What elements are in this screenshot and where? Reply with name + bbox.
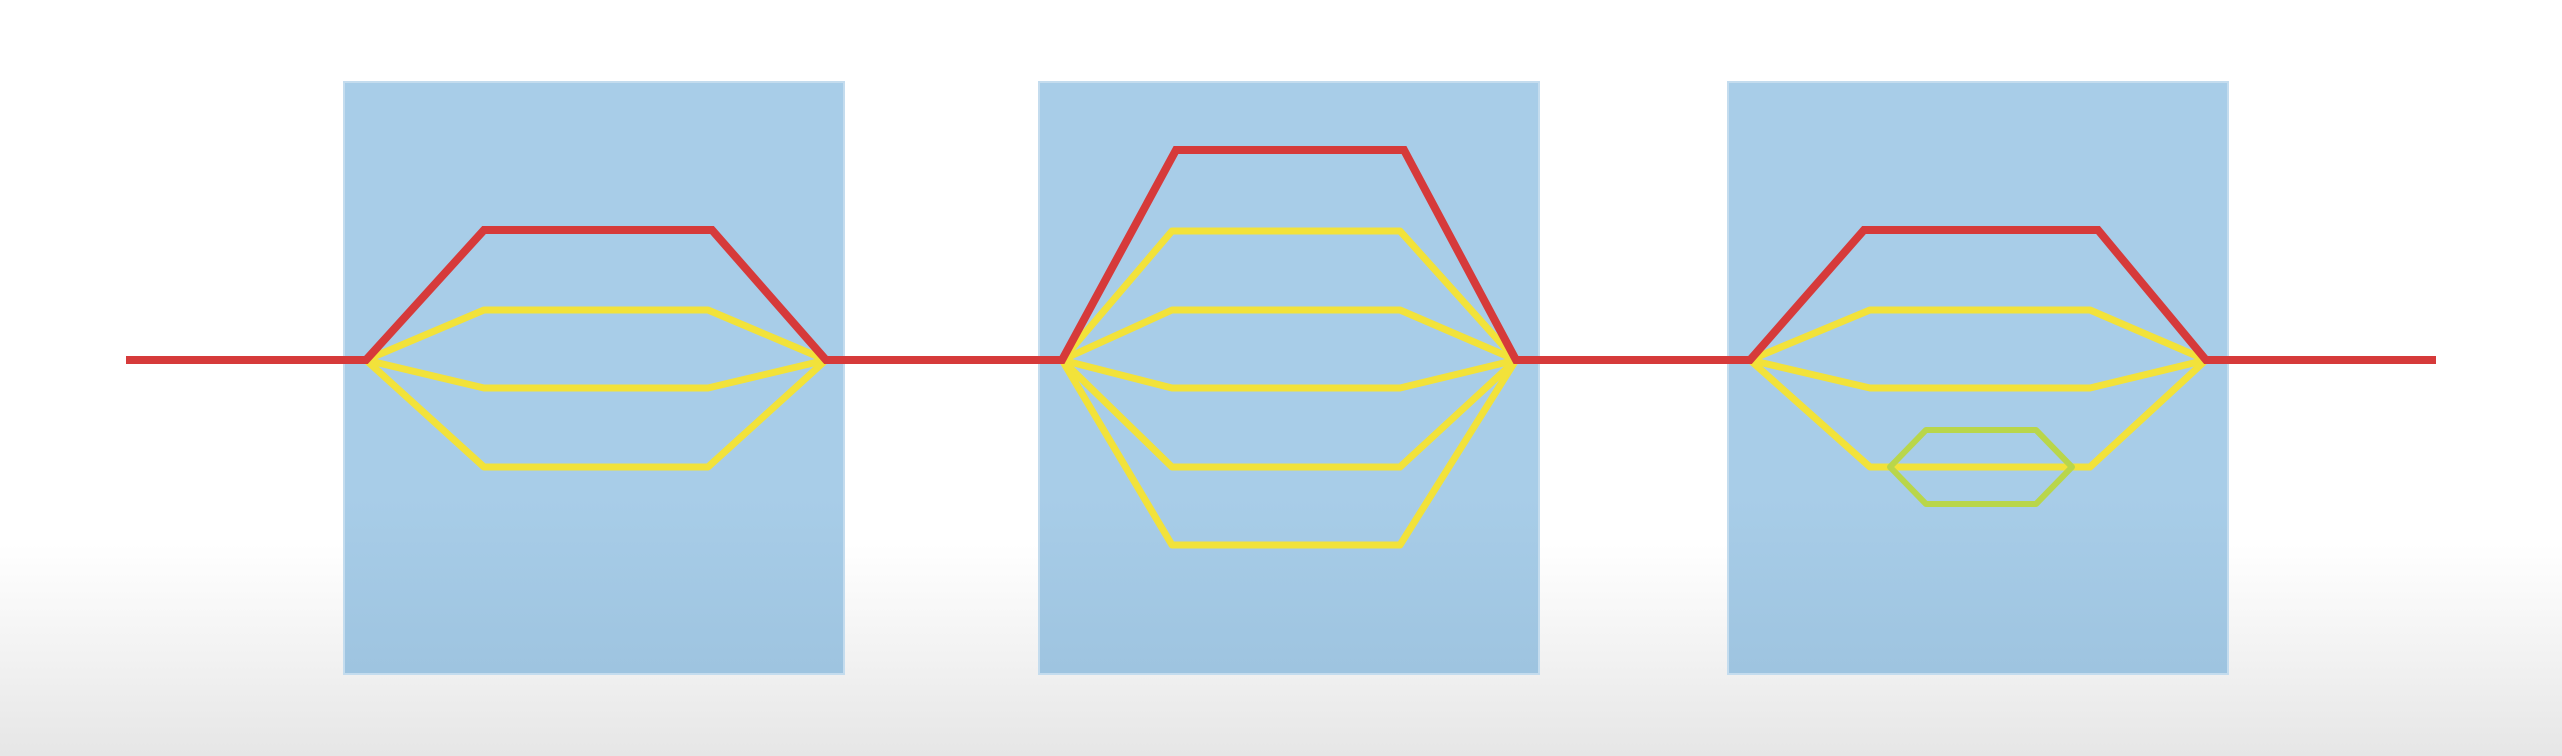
sub-branch-layer — [1887, 427, 2075, 507]
block-1-branch-3 — [362, 356, 830, 471]
block-1-branch-1 — [362, 306, 830, 364]
block-1 — [343, 81, 845, 675]
block-2-branch-2 — [1058, 306, 1520, 364]
main-path — [126, 146, 2436, 364]
block-2 — [1038, 81, 1540, 675]
blocks-layer — [343, 81, 2229, 675]
block-2-branch-5 — [1058, 356, 1520, 549]
main-path-layer — [126, 146, 2436, 364]
block-3-branch-3 — [1746, 356, 2210, 471]
block-3 — [1727, 81, 2229, 675]
block-1-branch-2 — [362, 356, 830, 392]
block-2-branch-1 — [1058, 227, 1520, 364]
branch-paths-layer — [362, 227, 2210, 549]
block-3-sub-branch — [1887, 427, 2075, 507]
block-3-branch-2 — [1746, 356, 2210, 392]
block-2-branch-4 — [1058, 356, 1520, 471]
block-3-branch-1 — [1746, 306, 2210, 364]
block-2-branch-3 — [1058, 356, 1520, 392]
